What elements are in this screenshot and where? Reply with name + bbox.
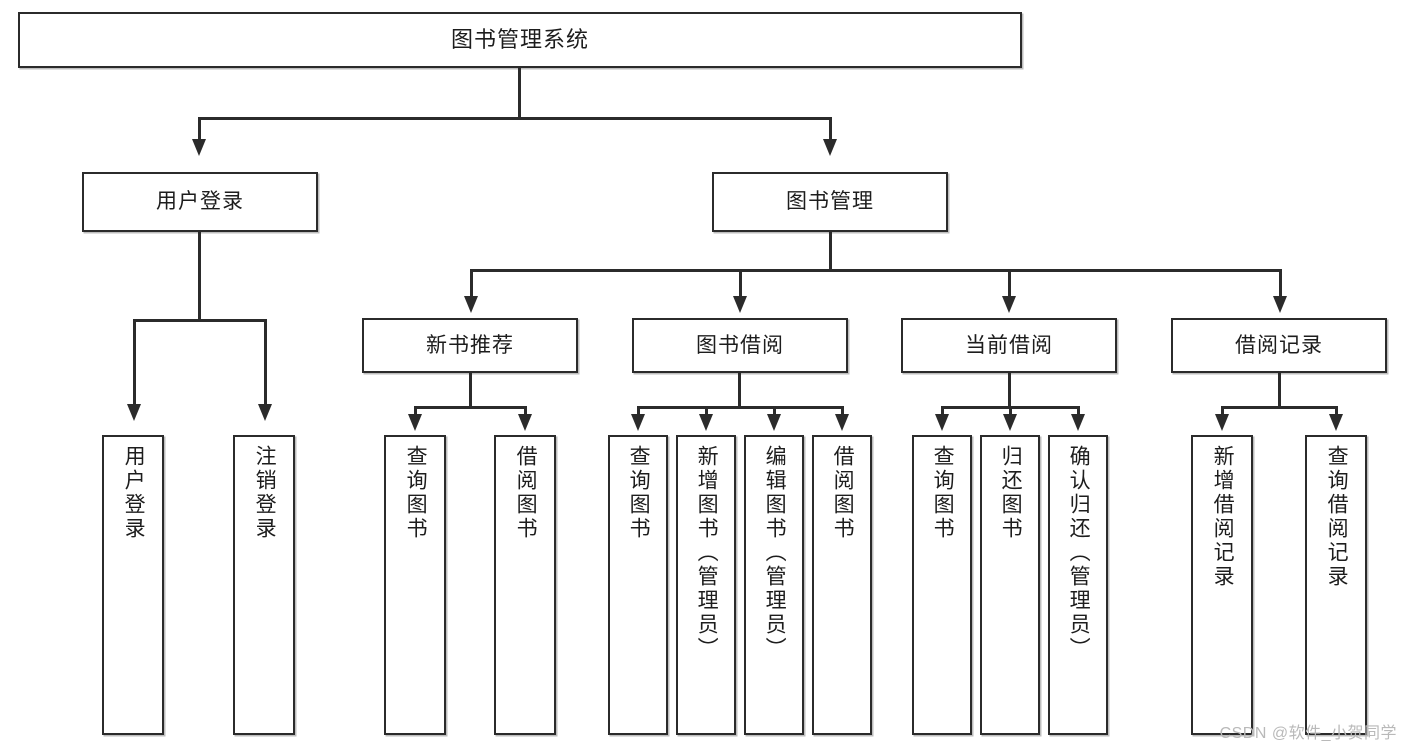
node-new-book-recommendation[interactable]: 新书推荐 <box>362 318 578 373</box>
edge-level2-bus <box>198 117 832 120</box>
arrow-borrow-book-1 <box>518 414 532 431</box>
edge-level3-bus <box>470 269 1282 272</box>
edge-drop-query-book-1 <box>414 406 417 420</box>
edge-drop-edit-book <box>773 406 776 420</box>
leaf-query-book-new-recommend[interactable]: 查询图书 <box>384 435 446 735</box>
edge-drop-confirm-return <box>1077 406 1080 420</box>
edge-drop-add-book <box>705 406 708 420</box>
arrow-confirm-return <box>1071 414 1085 431</box>
leaf-borrow-book-borrowing[interactable]: 借阅图书 <box>812 435 872 735</box>
edge-drop-query-record <box>1335 406 1338 420</box>
edge-drop-leaf-user-login <box>133 319 136 409</box>
edge-new-book-stem <box>469 373 472 409</box>
leaf-query-book-current[interactable]: 查询图书 <box>912 435 972 735</box>
leaf-return-book[interactable]: 归还图书 <box>980 435 1040 735</box>
edge-borrow-record-bus <box>1221 406 1338 409</box>
edge-book-borrow-stem <box>738 373 741 409</box>
edge-drop-borrow-book-1 <box>524 406 527 420</box>
arrow-book-borrow <box>733 296 747 313</box>
arrow-add-record <box>1215 414 1229 431</box>
node-current-borrowing[interactable]: 当前借阅 <box>901 318 1117 373</box>
edge-root-stem <box>518 68 521 119</box>
arrow-query-book-3 <box>935 414 949 431</box>
edge-drop-leaf-logout-login <box>264 319 267 409</box>
arrow-borrow-book-2 <box>835 414 849 431</box>
edge-user-login-bus <box>133 319 267 322</box>
node-borrowing-record[interactable]: 借阅记录 <box>1171 318 1387 373</box>
arrow-edit-book <box>767 414 781 431</box>
edge-book-manage-stem <box>829 232 832 272</box>
leaf-query-book-borrowing[interactable]: 查询图书 <box>608 435 668 735</box>
leaf-add-borrow-record[interactable]: 新增借阅记录 <box>1191 435 1253 735</box>
arrow-new-book-recommend <box>464 296 478 313</box>
csdn-watermark: CSDN @软件_小贺同学 <box>1219 725 1397 742</box>
leaf-edit-book-admin[interactable]: 编辑图书（管理员） <box>744 435 804 735</box>
leaf-query-borrow-record[interactable]: 查询借阅记录 <box>1305 435 1367 735</box>
edge-drop-borrow-record <box>1279 269 1282 301</box>
leaf-add-book-admin[interactable]: 新增图书（管理员） <box>676 435 736 735</box>
leaf-confirm-return-admin[interactable]: 确认归还（管理员） <box>1048 435 1108 735</box>
node-book-management[interactable]: 图书管理 <box>712 172 948 232</box>
arrow-return-book <box>1003 414 1017 431</box>
edge-drop-new-book-recommend <box>470 269 473 301</box>
leaf-borrow-book-new-recommend[interactable]: 借阅图书 <box>494 435 556 735</box>
arrow-query-book-2 <box>631 414 645 431</box>
edge-drop-return-book <box>1009 406 1012 420</box>
edge-user-login-stem <box>198 232 201 322</box>
edge-current-borrow-stem <box>1008 373 1011 409</box>
arrow-book-manage <box>823 139 837 156</box>
arrow-borrow-record <box>1273 296 1287 313</box>
edge-drop-borrow-book-2 <box>841 406 844 420</box>
edge-drop-query-book-3 <box>941 406 944 420</box>
edge-book-borrow-bus <box>637 406 844 409</box>
leaf-user-login[interactable]: 用户登录 <box>102 435 164 735</box>
node-user-login[interactable]: 用户登录 <box>82 172 318 232</box>
edge-new-book-bus <box>414 406 527 409</box>
edge-drop-query-book-2 <box>637 406 640 420</box>
edge-drop-user-login <box>198 117 201 144</box>
arrow-user-login <box>192 139 206 156</box>
arrow-leaf-logout-login <box>258 404 272 421</box>
arrow-query-book-1 <box>408 414 422 431</box>
arrow-query-record <box>1329 414 1343 431</box>
edge-drop-add-record <box>1221 406 1224 420</box>
arrow-current-borrow <box>1002 296 1016 313</box>
arrow-leaf-user-login <box>127 404 141 421</box>
edge-borrow-record-stem <box>1278 373 1281 409</box>
node-book-borrowing[interactable]: 图书借阅 <box>632 318 848 373</box>
edge-drop-book-manage <box>829 117 832 144</box>
node-root-book-management-system[interactable]: 图书管理系统 <box>18 12 1022 68</box>
arrow-add-book <box>699 414 713 431</box>
edge-drop-book-borrow <box>739 269 742 301</box>
edge-drop-current-borrow <box>1008 269 1011 301</box>
leaf-logout-login[interactable]: 注销登录 <box>233 435 295 735</box>
